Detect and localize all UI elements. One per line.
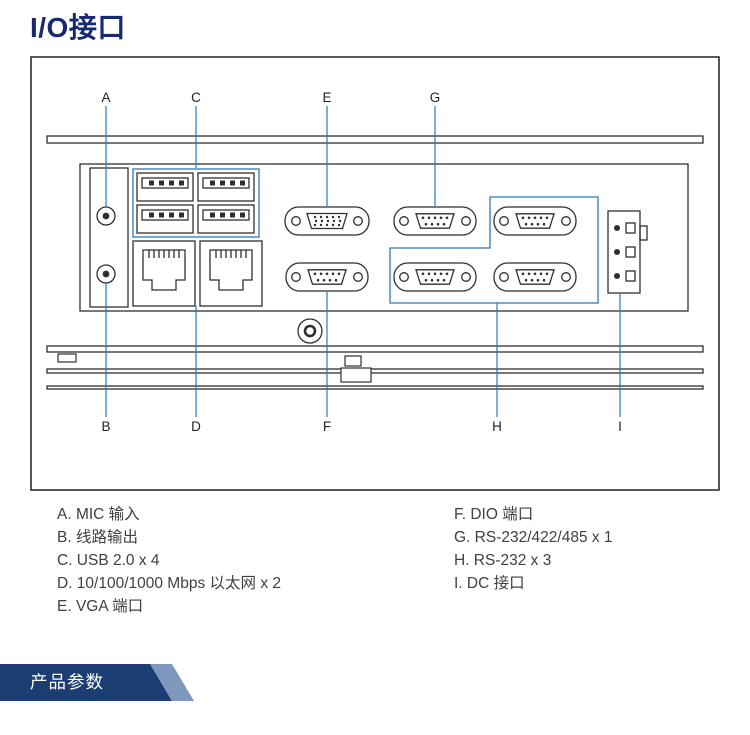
legend-item-i: I. DC 接口: [454, 575, 525, 592]
legend-item-c: C. USB 2.0 x 4: [57, 552, 160, 569]
io-panel-diagram: A C E G B D F H I: [30, 56, 720, 491]
diagram-label-g: G: [430, 90, 441, 105]
legend-item-b: B. 线路输出: [57, 529, 138, 546]
banner-title: 产品参数: [30, 672, 104, 692]
io-panel-outline: [79, 163, 689, 312]
rs232-g-port-graphic: [393, 206, 477, 236]
usb-ports-graphic: [132, 168, 260, 238]
legend-left-column: A. MIC 输入 B. 线路输出 C. USB 2.0 x 4 D. 10/1…: [57, 503, 281, 618]
legend-item-a: A. MIC 输入: [57, 506, 140, 523]
legend-item-d: D. 10/100/1000 Mbps 以太网 x 2: [57, 575, 282, 592]
legend-right-column: F. DIO 端口 G. RS-232/422/485 x 1 H. RS-23…: [454, 503, 613, 595]
diagram-label-e: E: [322, 90, 331, 105]
vga-port-graphic: [284, 206, 370, 236]
mic-jack-graphic: [96, 206, 116, 226]
ethernet-ports-graphic: [132, 240, 263, 307]
legend-item-e: E. VGA 端口: [57, 598, 144, 615]
section-banner: 产品参数: [0, 664, 230, 701]
leader-lines: [105, 106, 621, 417]
diagram-label-a: A: [101, 90, 110, 105]
dio-port-graphic: [285, 262, 369, 292]
dc-connector-graphic: [607, 210, 648, 294]
power-button-graphic: [297, 318, 323, 344]
diagram-label-b: B: [101, 419, 110, 434]
diagram-label-f: F: [323, 419, 331, 434]
page-title: I/O接口: [30, 12, 126, 43]
lineout-jack-graphic: [96, 264, 116, 284]
io-diagram-svg: A C E G B D F H I: [30, 56, 720, 491]
diagram-label-i: I: [618, 419, 622, 434]
legend-item-h: H. RS-232 x 3: [454, 552, 552, 569]
diagram-label-d: D: [191, 419, 201, 434]
chassis-top-lines: [46, 135, 704, 144]
diagram-label-h: H: [492, 419, 502, 434]
legend-item-g: G. RS-232/422/485 x 1: [454, 529, 613, 546]
diagram-label-c: C: [191, 90, 201, 105]
banner-ribbon: 产品参数: [0, 664, 172, 701]
diagram-border: [30, 56, 720, 491]
chassis-bottom-lines: [46, 345, 704, 390]
legend-item-f: F. DIO 端口: [454, 506, 534, 523]
rs232-h-group-graphic: [389, 196, 599, 304]
